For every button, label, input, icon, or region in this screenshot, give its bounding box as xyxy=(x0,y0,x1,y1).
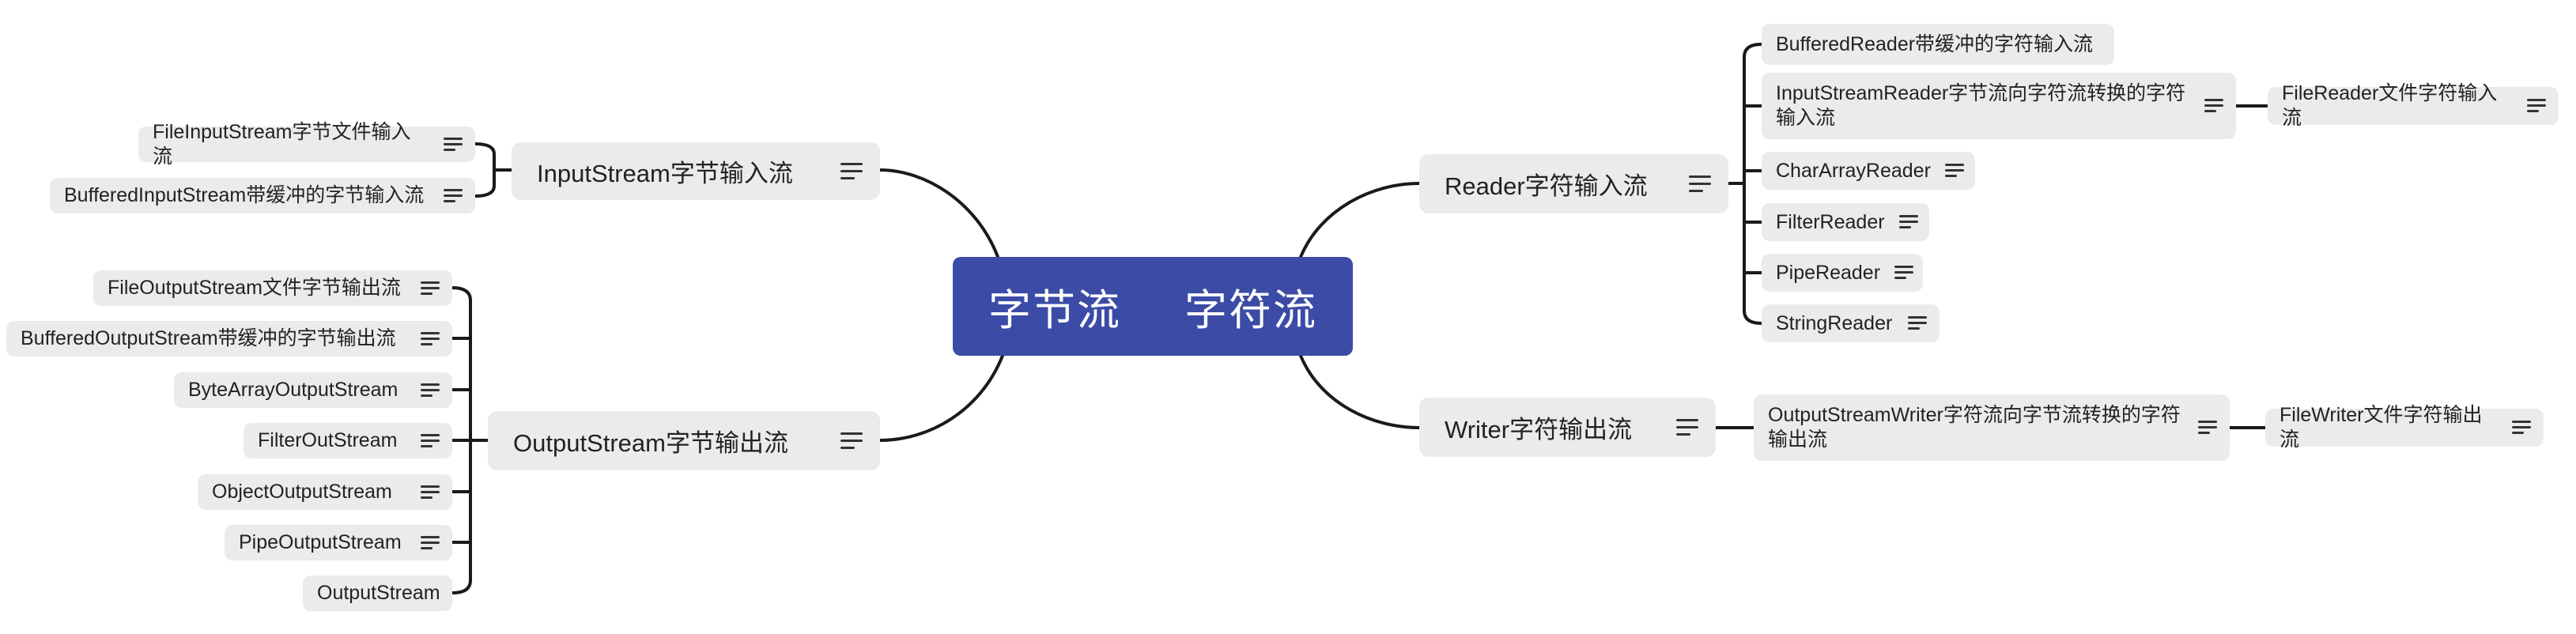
subtopic-chararrayreader[interactable]: CharArrayReader xyxy=(1762,152,1975,190)
topic-writer[interactable]: Writer字符输出流 xyxy=(1419,398,1716,457)
topic-inputstream[interactable]: InputStream字节输入流 xyxy=(512,142,880,200)
subtopic-label: BufferedReader带缓冲的字符输入流 xyxy=(1776,32,2094,55)
subtopic-label: FileReader文件字符输入流 xyxy=(2282,82,2498,129)
notes-icon[interactable] xyxy=(840,432,863,450)
subtopic-filteroutstream[interactable]: FilterOutStream xyxy=(244,423,452,459)
subtopic-label: PipeReader xyxy=(1776,261,1881,284)
notes-icon[interactable] xyxy=(421,433,440,448)
connector-inputstream-children xyxy=(474,142,513,198)
subtopic-label: ObjectOutputStream xyxy=(212,481,392,503)
notes-icon[interactable] xyxy=(421,281,440,296)
subtopic-objectoutputstream[interactable]: ObjectOutputStream xyxy=(198,474,452,510)
notes-icon[interactable] xyxy=(444,188,463,203)
subtopic-bufferedinputstream[interactable]: BufferedInputStream带缓冲的字节输入流 xyxy=(50,178,475,213)
subtopic-label: OutputStream xyxy=(317,582,440,604)
subtopic-fileinputstream[interactable]: FileInputStream字节文件输入流 xyxy=(138,121,475,168)
root-label-right: 字符流 xyxy=(1184,287,1317,334)
notes-icon[interactable] xyxy=(444,137,463,152)
root-label-left: 字节流 xyxy=(988,287,1121,334)
subtopic-outputstream[interactable]: OutputStream xyxy=(303,576,452,611)
topic-label: OutputStream字节输出流 xyxy=(513,429,788,457)
subtopic-label: InputStreamReader字节流向字符流转换的字符输入流 xyxy=(1776,82,2186,129)
subtopic-label: FileInputStream字节文件输入流 xyxy=(153,120,411,168)
subtopic-label: StringReader xyxy=(1776,311,1893,334)
subtopic-bufferedoutputstream[interactable]: BufferedOutputStream带缓冲的字节输出流 xyxy=(6,321,452,357)
notes-icon[interactable] xyxy=(421,535,440,550)
notes-icon[interactable] xyxy=(1908,316,1927,330)
subtopic-filewriter[interactable]: FileWriter文件字符输出流 xyxy=(2265,404,2544,451)
notes-icon[interactable] xyxy=(2527,99,2546,113)
topic-label: Writer字符输出流 xyxy=(1445,416,1633,443)
connector-root-writer xyxy=(1299,354,1421,429)
subtopic-label: BufferedOutputStream带缓冲的字节输出流 xyxy=(21,327,396,349)
subtopic-label: FileOutputStream文件字节输出流 xyxy=(108,277,401,299)
topic-label: InputStream字节输入流 xyxy=(537,160,793,187)
notes-icon[interactable] xyxy=(2198,421,2217,435)
notes-icon[interactable] xyxy=(1894,266,1914,280)
notes-icon[interactable] xyxy=(421,383,440,398)
subtopic-stringreader[interactable]: StringReader xyxy=(1762,304,1940,342)
connector-root-reader xyxy=(1299,182,1421,259)
connector-outputstream-children xyxy=(451,286,489,594)
notes-icon[interactable] xyxy=(1689,175,1711,193)
connector-root-inputstream xyxy=(878,168,999,259)
notes-icon[interactable] xyxy=(2512,421,2531,435)
connector-root-outputstream xyxy=(878,354,1004,442)
notes-icon[interactable] xyxy=(840,162,863,180)
topic-outputstream[interactable]: OutputStream字节输出流 xyxy=(488,411,880,470)
subtopic-filereader[interactable]: FileReader文件字符输入流 xyxy=(2268,82,2559,129)
subtopic-bufferedreader[interactable]: BufferedReader带缓冲的字符输入流 xyxy=(1762,24,2114,65)
notes-icon[interactable] xyxy=(1898,215,1918,229)
topic-label: Reader字符输入流 xyxy=(1445,172,1648,200)
notes-icon[interactable] xyxy=(1944,164,1964,178)
subtopic-label: FilterReader xyxy=(1776,210,1885,233)
topic-reader[interactable]: Reader字符输入流 xyxy=(1419,154,1728,213)
subtopic-bytearrayoutputstream[interactable]: ByteArrayOutputStream xyxy=(174,372,452,408)
subtopic-inputstreamreader[interactable]: InputStreamReader字节流向字符流转换的字符输入流 xyxy=(1762,73,2236,139)
notes-icon[interactable] xyxy=(421,485,440,500)
subtopic-label: CharArrayReader xyxy=(1776,159,1931,182)
subtopic-pipeoutputstream[interactable]: PipeOutputStream xyxy=(225,525,452,560)
root-topic[interactable]: 字节流 字符流 xyxy=(953,257,1353,356)
connector-reader-children xyxy=(1727,43,1763,325)
subtopic-label: FileWriter文件字符输出流 xyxy=(2279,404,2483,451)
subtopic-label: BufferedInputStream带缓冲的字节输入流 xyxy=(64,184,425,206)
notes-icon[interactable] xyxy=(1676,418,1698,436)
subtopic-label: FilterOutStream xyxy=(258,429,398,451)
subtopic-label: OutputStreamWriter字符流向字节流转换的字符输出流 xyxy=(1768,404,2181,451)
subtopic-label: ByteArrayOutputStream xyxy=(188,379,398,401)
notes-icon[interactable] xyxy=(2204,99,2223,113)
subtopic-label: PipeOutputStream xyxy=(239,531,402,553)
subtopic-filterreader[interactable]: FilterReader xyxy=(1762,203,1929,241)
subtopic-outputstreamwriter[interactable]: OutputStreamWriter字符流向字节流转换的字符输出流 xyxy=(1754,394,2230,461)
notes-icon[interactable] xyxy=(421,331,440,346)
subtopic-fileoutputstream[interactable]: FileOutputStream文件字节输出流 xyxy=(93,270,452,306)
subtopic-pipereader[interactable]: PipeReader xyxy=(1762,254,1923,292)
